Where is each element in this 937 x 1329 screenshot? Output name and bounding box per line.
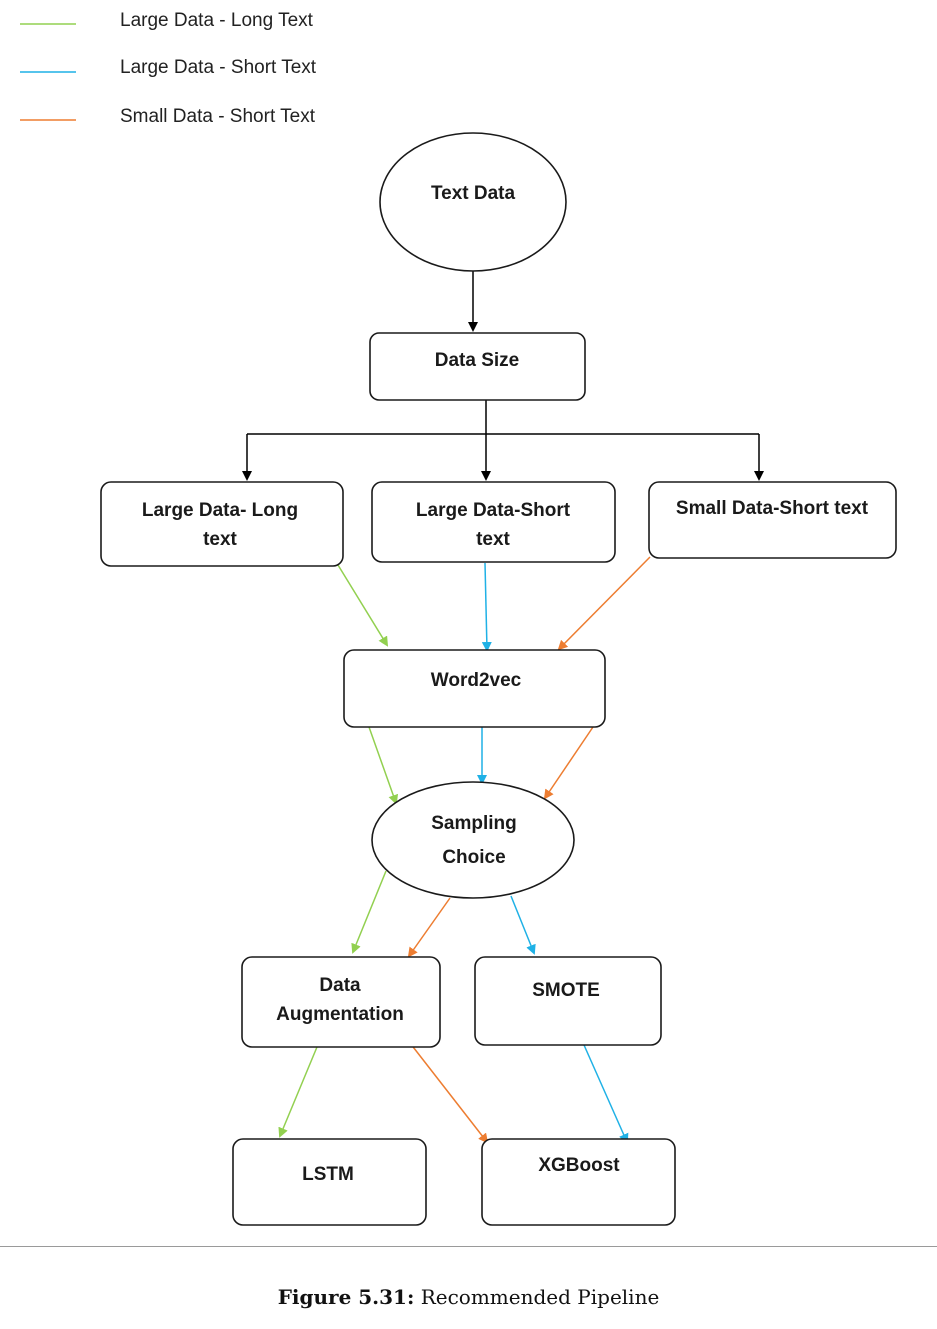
legend-label: Small Data - Short Text xyxy=(120,106,316,127)
node-label: Data Size xyxy=(435,350,519,371)
edges xyxy=(242,271,764,1144)
edge-word2vec-to-sampling-green xyxy=(368,726,399,805)
node-large-data-short-text: Large Data-Short text xyxy=(371,481,616,563)
node-lstm: LSTM xyxy=(232,1138,427,1226)
edge-large-short-to-word2vec xyxy=(481,562,492,652)
node-smote: SMOTE xyxy=(474,956,662,1046)
edge-smote-to-xgboost xyxy=(583,1044,629,1144)
edge-small-short-to-word2vec xyxy=(557,556,651,651)
node-sampling-choice: Sampling Choice xyxy=(371,781,575,899)
legend-label: Large Data - Short Text xyxy=(120,57,317,78)
node-word2vec: Word2vec xyxy=(343,649,606,728)
node-label: text xyxy=(476,529,510,550)
node-data-augmentation: Data Augmentation xyxy=(241,956,441,1048)
node-label: text xyxy=(203,529,237,550)
edge-sampling-to-augmentation-orange xyxy=(407,897,451,958)
node-small-data-short-text: Small Data-Short text xyxy=(648,481,897,559)
figure-caption: Figure 5.31: Recommended Pipeline xyxy=(0,1285,937,1309)
node-large-data-long-text: Large Data- Long text xyxy=(100,481,344,567)
node-xgboost: XGBoost xyxy=(481,1138,676,1226)
legend: Large Data - Long Text Large Data - Shor… xyxy=(20,10,317,127)
legend-item: Small Data - Short Text xyxy=(20,106,316,127)
node-label: Data xyxy=(319,975,361,996)
edge-sampling-to-smote-blue xyxy=(510,895,536,955)
node-label: Sampling xyxy=(431,813,517,834)
figure-label: Figure 5.31: xyxy=(277,1285,415,1309)
edge-augmentation-to-xgboost xyxy=(409,1042,489,1144)
node-label: Large Data-Short xyxy=(416,500,571,521)
node-text-data: Text Data xyxy=(379,132,567,272)
node-label: XGBoost xyxy=(538,1155,620,1176)
node-label: Large Data- Long xyxy=(142,500,298,521)
node-label: LSTM xyxy=(302,1164,354,1185)
legend-item: Large Data - Long Text xyxy=(20,10,314,31)
edge-augmentation-to-lstm xyxy=(278,1046,318,1138)
edge-large-long-to-word2vec xyxy=(337,564,389,647)
legend-label: Large Data - Long Text xyxy=(120,10,314,31)
pipeline-diagram: Large Data - Long Text Large Data - Shor… xyxy=(20,10,897,1226)
node-label: Word2vec xyxy=(431,670,522,691)
node-label: Augmentation xyxy=(276,1004,404,1025)
node-label: SMOTE xyxy=(532,980,600,1001)
node-label: Choice xyxy=(442,847,505,868)
node-label: Text Data xyxy=(431,183,516,204)
legend-item: Large Data - Short Text xyxy=(20,57,317,78)
edge-word2vec-to-sampling-orange xyxy=(543,726,594,800)
node-data-size: Data Size xyxy=(369,332,586,401)
caption-divider xyxy=(0,1246,937,1247)
node-label: Small Data-Short text xyxy=(676,498,869,519)
figure-caption-text: Recommended Pipeline xyxy=(420,1285,660,1309)
edge-sampling-to-augmentation-green xyxy=(351,870,387,954)
